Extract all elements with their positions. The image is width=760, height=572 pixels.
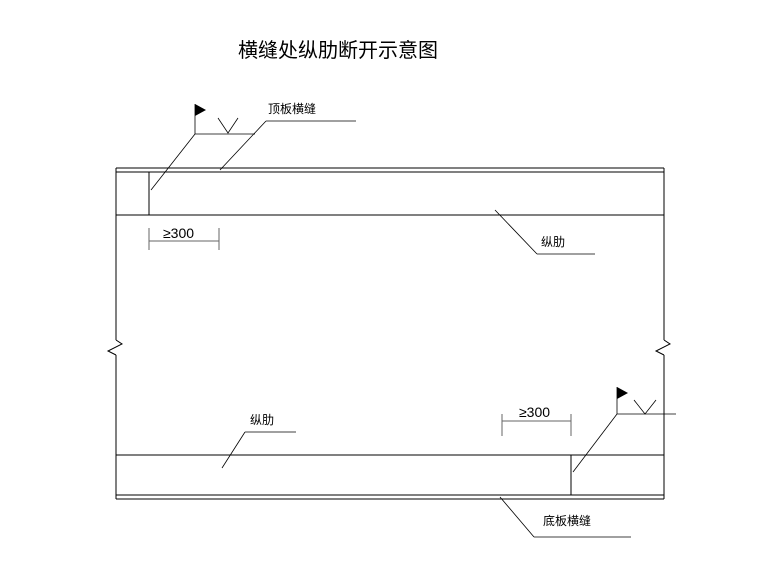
top-plate <box>116 167 664 216</box>
top-rib-callout: 纵肋 <box>494 209 595 255</box>
bottom-plate-seam-callout: 底板横缝 <box>499 496 631 538</box>
top-rib-label: 纵肋 <box>541 234 565 249</box>
top-min-offset-dimension: ≥300 <box>148 225 220 250</box>
weld-flag-icon <box>572 387 676 473</box>
top-plate-seam-callout: 顶板横缝 <box>219 101 356 171</box>
side-walls <box>106 168 671 499</box>
bottom-min-offset-label: ≥300 <box>519 404 550 420</box>
bottom-plate-seam-label: 底板横缝 <box>543 513 591 528</box>
bottom-rib-label: 纵肋 <box>250 412 274 427</box>
bottom-rib-callout: 纵肋 <box>221 412 296 469</box>
top-plate-seam-label: 顶板横缝 <box>268 101 316 116</box>
top-min-offset-label: ≥300 <box>163 225 194 241</box>
bottom-plate <box>116 454 664 500</box>
bottom-min-offset-dimension: ≥300 <box>501 404 572 436</box>
weld-flag-icon <box>150 104 255 191</box>
diagram-title: 横缝处纵肋断开示意图 <box>238 38 438 62</box>
